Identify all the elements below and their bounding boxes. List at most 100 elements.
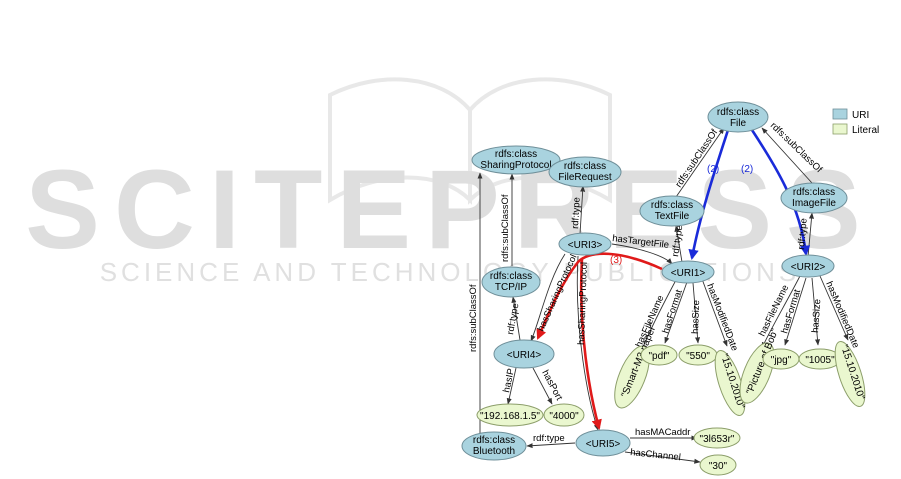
svg-text:"3l653r": "3l653r" <box>700 434 735 445</box>
svg-text:"jpg": "jpg" <box>771 355 792 366</box>
edge-uri2-date <box>819 275 849 341</box>
blue-path-file-to-uri2 <box>750 129 811 257</box>
svg-text:rdfs:class: rdfs:class <box>564 161 606 172</box>
node-literal-550: "550" <box>678 344 718 366</box>
edges-highlight-red <box>536 252 663 431</box>
svg-text:SharingProtocol: SharingProtocol <box>480 160 551 171</box>
label-subclassof: rdfs:subClassOf <box>468 284 479 352</box>
node-uri1: <URI1> <box>661 260 715 284</box>
edge-uri4-ip <box>506 367 517 405</box>
svg-text:rdfs:class: rdfs:class <box>793 187 835 198</box>
node-class-bluetooth: rdfs:class Bluetooth <box>461 431 527 461</box>
svg-text:rdfs:class: rdfs:class <box>717 107 759 118</box>
edge-uri1-format <box>664 281 688 344</box>
edge-uri3-sharing-uri5 <box>576 255 599 431</box>
label-hasmacaddr: hasMACaddr <box>635 427 690 438</box>
edge-uri5-channel <box>624 451 701 464</box>
svg-text:ImageFile: ImageFile <box>792 198 836 209</box>
edges-plain <box>477 127 849 464</box>
edges-highlight-blue <box>688 129 811 261</box>
legend-uri-swatch <box>832 108 848 120</box>
node-class-imagefile: rdfs:class ImageFile <box>780 182 848 214</box>
label-hastargetfile: hasTargetFile <box>612 233 670 251</box>
node-uri5: <URI5> <box>575 429 631 457</box>
node-literal-ip: "192.168.1.5" <box>476 403 544 427</box>
svg-text:"550": "550" <box>686 351 710 362</box>
legend: URI Literal <box>832 108 879 136</box>
label-hasmodifieddate: hasModifiedDate <box>704 282 740 353</box>
svg-text:rdfs:class: rdfs:class <box>651 200 693 211</box>
edge-uri3-target-uri1 <box>611 243 673 265</box>
node-uri3: <URI3> <box>558 232 612 256</box>
node-literal-date-2: "15.10.2010" <box>834 340 866 408</box>
label-hasport: hasPort <box>539 368 564 402</box>
legend-uri-label: URI <box>852 110 869 121</box>
label-hassize: hasSize <box>690 300 702 334</box>
label-rdftype: rdf:type <box>505 302 521 335</box>
label-hasmodifieddate: hasModifiedDate <box>823 280 861 350</box>
legend-literal-swatch <box>832 123 848 135</box>
svg-text:<URI4>: <URI4> <box>507 350 542 361</box>
label-subclassof: rdfs:subClassOf <box>673 127 720 189</box>
node-class-file: rdfs:class File <box>707 101 769 133</box>
label-step2-left: (2) <box>707 164 719 175</box>
node-literal-pdf: "pdf" <box>640 344 678 366</box>
label-subclassof: rdfs:subClassOf <box>500 194 511 262</box>
edge-uri2-format <box>784 277 807 346</box>
edge-uri1-date <box>701 278 728 347</box>
edge-uri5-type-bluetooth <box>526 442 576 449</box>
edge-uri2-size <box>811 277 821 346</box>
svg-text:"4000": "4000" <box>549 411 579 422</box>
edge-uri3-type-request <box>579 185 586 235</box>
label-hassharingprotocol: hasSharingProtocol <box>576 262 590 345</box>
edge-uri1-size <box>692 282 701 344</box>
node-uri2: <URI2> <box>781 254 835 278</box>
svg-text:File: File <box>730 118 747 129</box>
node-literal-mac: "3l653r" <box>693 427 741 449</box>
edge-uri3-sharing-uri4 <box>530 253 566 342</box>
svg-text:rdfs:class: rdfs:class <box>495 149 537 160</box>
svg-text:"30": "30" <box>709 461 728 472</box>
edge-uri1-type-textfile <box>674 225 683 263</box>
svg-text:TCP/IP: TCP/IP <box>495 282 528 293</box>
red-path-to-uri5 <box>579 257 602 431</box>
label-step3: (3) <box>610 255 622 266</box>
svg-text:<URI1>: <URI1> <box>671 268 706 279</box>
label-rdftype: rdf:type <box>670 225 685 258</box>
svg-text:"1005": "1005" <box>805 355 835 366</box>
legend-literal-label: Literal <box>852 125 879 136</box>
node-literal-jpg: "jpg" <box>762 348 800 370</box>
node-class-textfile: rdfs:class TextFile <box>639 195 705 227</box>
svg-text:TextFile: TextFile <box>655 211 690 222</box>
label-hassharingprotocol: hasSharingProtocol <box>536 253 580 333</box>
node-literal-smartm3-paper: "Smart-M3 paper" <box>614 321 660 409</box>
label-hassize: hasSize <box>810 299 823 333</box>
svg-text:Bluetooth: Bluetooth <box>473 446 515 457</box>
node-uri4: <URI4> <box>493 339 555 369</box>
svg-text:"pdf": "pdf" <box>648 351 669 362</box>
edge-imagefile-subclassof-file <box>761 127 813 184</box>
label-rdftype: rdf:type <box>796 218 810 251</box>
edge-textfile-subclassof-file <box>675 127 725 198</box>
svg-text:rdfs:class: rdfs:class <box>490 271 532 282</box>
edge-uri2-filename <box>761 275 801 349</box>
watermark-book-icon <box>328 77 612 205</box>
svg-text:<URI2>: <URI2> <box>791 262 826 273</box>
svg-text:<URI5>: <URI5> <box>586 439 621 450</box>
svg-text:FileRequest: FileRequest <box>558 172 612 183</box>
node-class-sharingprotocol: rdfs:class SharingProtocol <box>471 145 561 175</box>
watermark-title: SCITEPRESS <box>25 147 875 272</box>
red-path-uri1-to-uri4 <box>536 252 663 340</box>
label-rdftype: rdf:type <box>533 433 565 444</box>
label-rdftype: rdf:type <box>570 197 583 229</box>
blue-path-file-to-uri1 <box>688 129 730 261</box>
svg-text:"192.168.1.5": "192.168.1.5" <box>480 411 540 422</box>
svg-text:rdfs:class: rdfs:class <box>473 435 515 446</box>
svg-text:<URI3>: <URI3> <box>568 240 603 251</box>
label-hasip: hasIP <box>501 368 517 394</box>
node-class-filerequest: rdfs:class FileRequest <box>548 156 622 188</box>
label-hasformat: hasFormat <box>660 288 685 335</box>
edge-uri4-type-tcpip <box>511 296 521 341</box>
